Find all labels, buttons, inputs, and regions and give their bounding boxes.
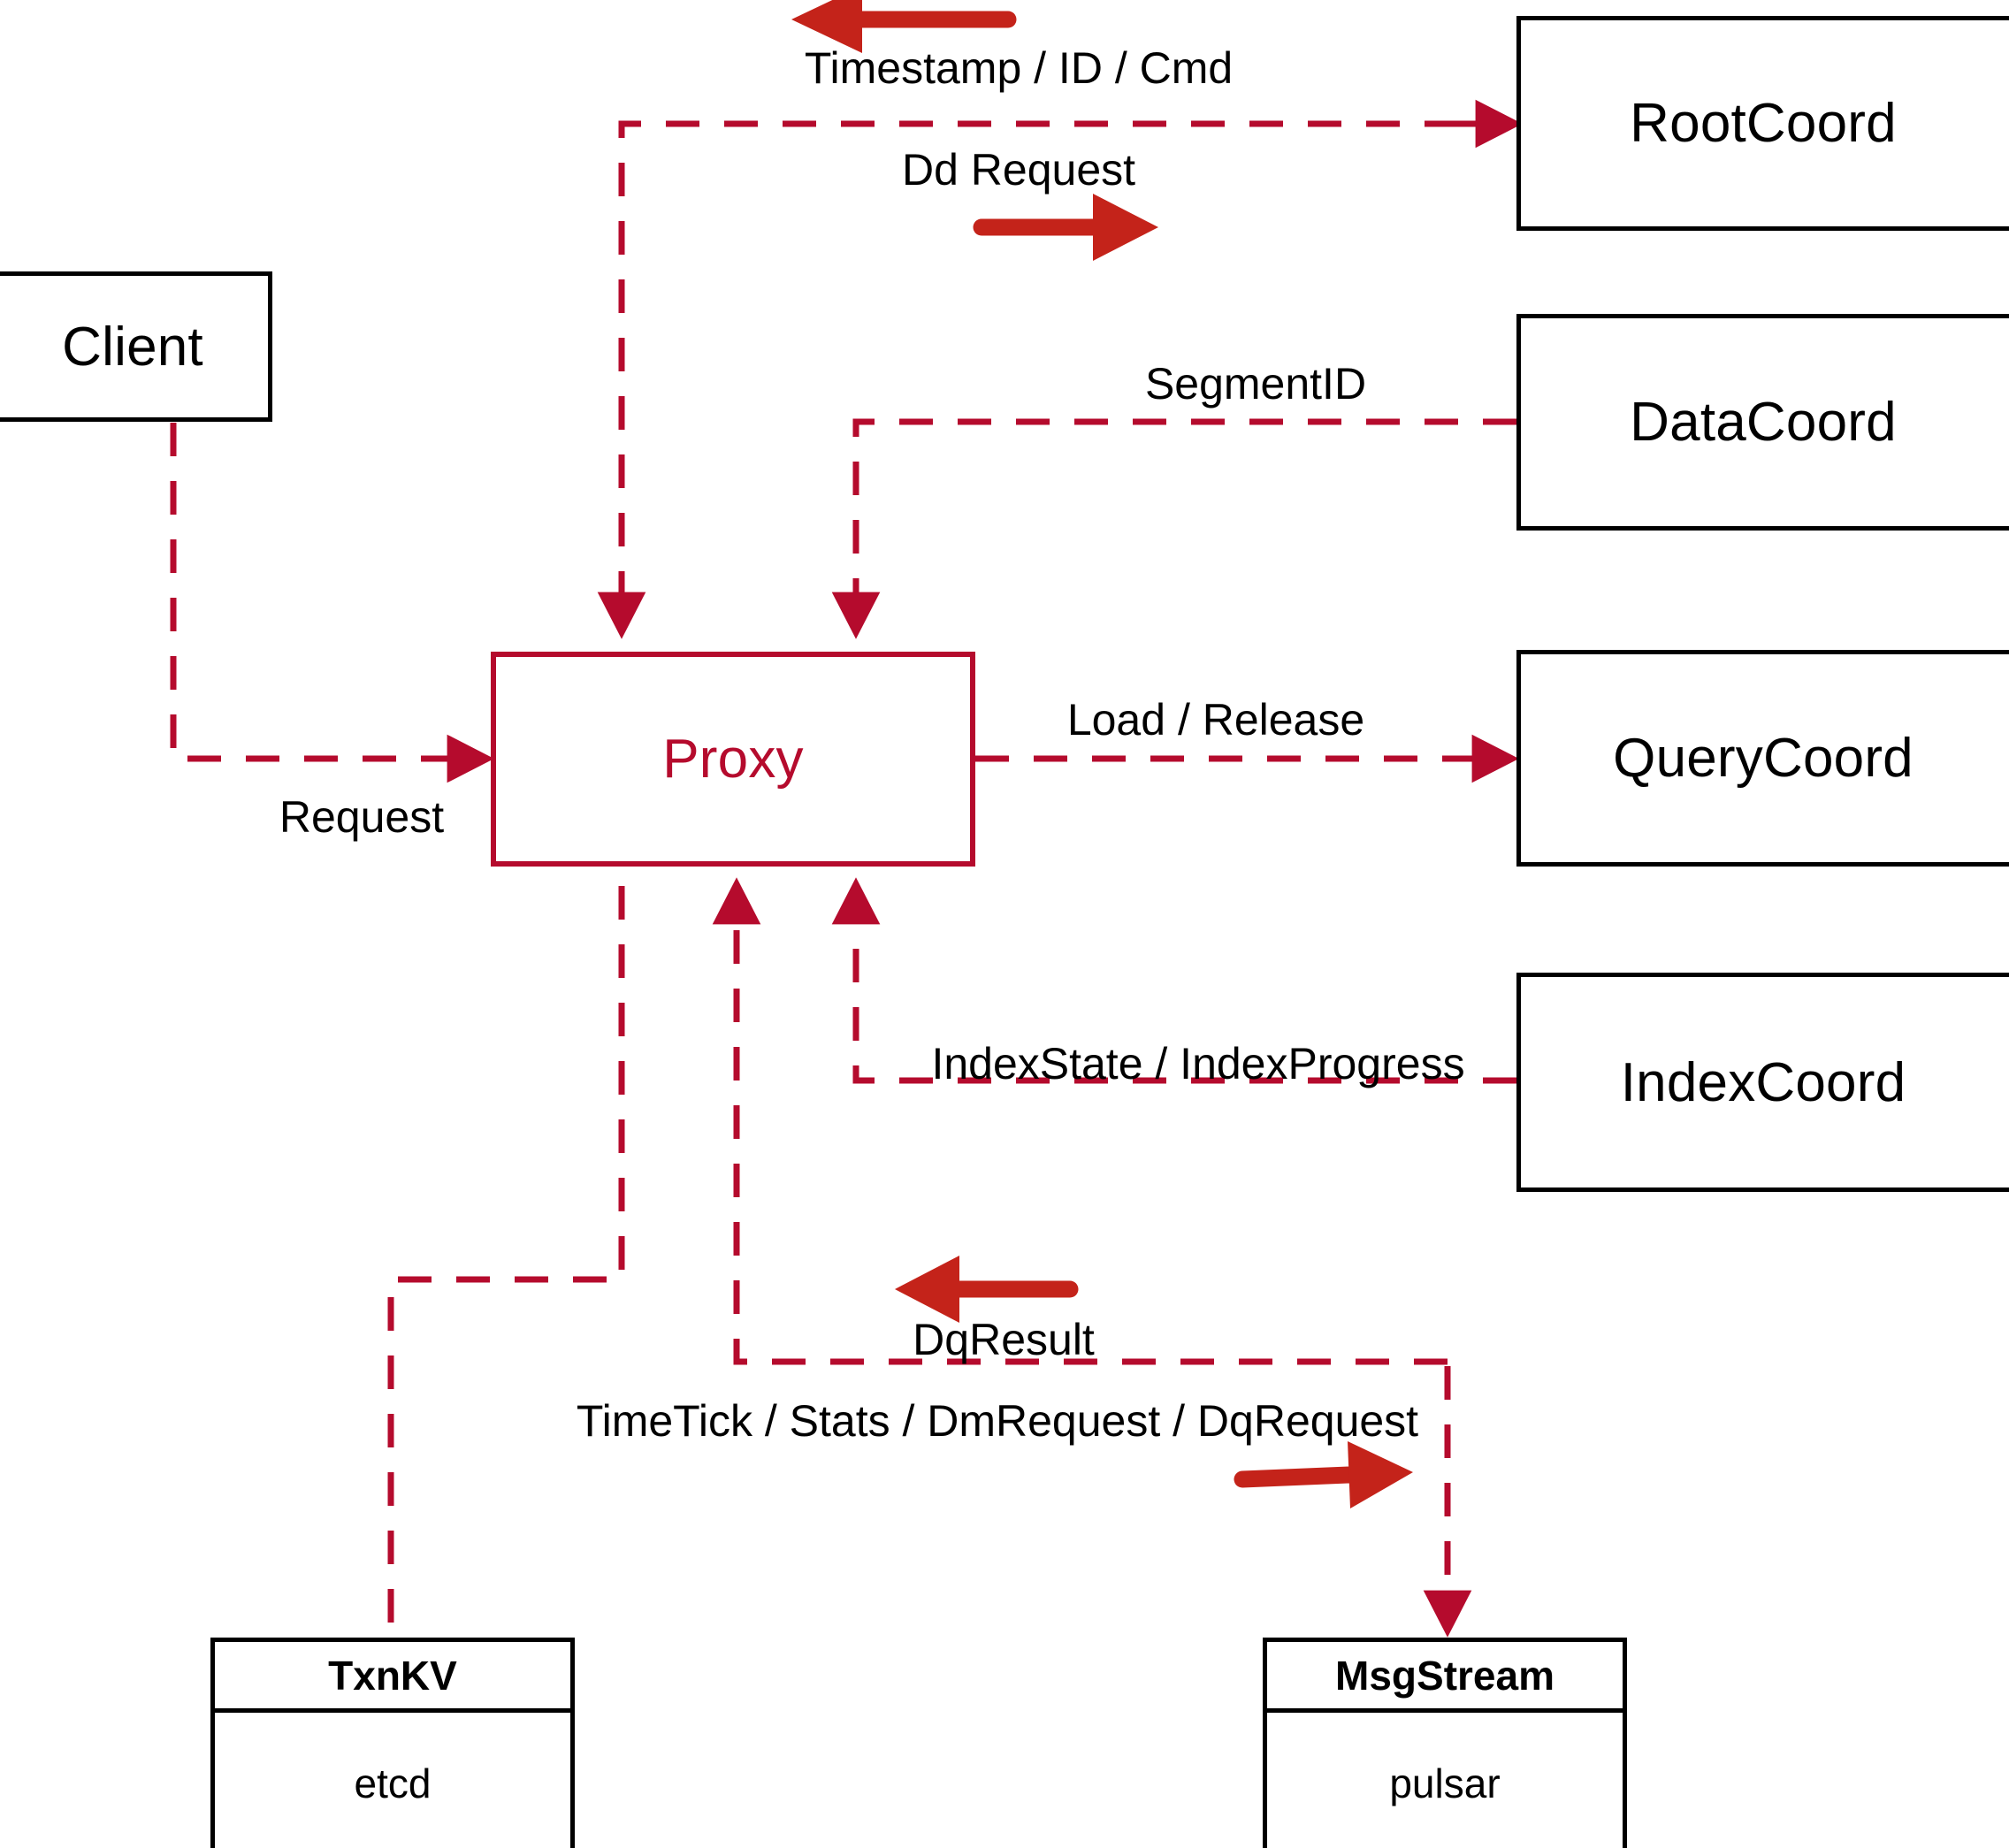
edge-label-dq-result: DqResult <box>913 1315 1095 1364</box>
node-proxy-label: Proxy <box>662 729 804 790</box>
node-querycoord[interactable]: QueryCoord <box>1516 650 2009 867</box>
node-msgstream-header: MsgStream <box>1267 1642 1623 1713</box>
node-client-label: Client <box>62 316 203 378</box>
node-indexcoord-label: IndexCoord <box>1620 1051 1906 1113</box>
node-proxy[interactable]: Proxy <box>491 652 975 867</box>
edge-label-load-release: Load / Release <box>1066 695 1365 745</box>
edge-segment-id <box>831 418 1516 639</box>
edge-label-timetick-stats-dmrequest-dqrequest: TimeTick / Stats / DmRequest / DqRequest <box>576 1396 1419 1446</box>
arrow-glyph-dqrequest-right <box>1234 1441 1413 1508</box>
node-txnkv-header: TxnKV <box>215 1642 570 1713</box>
arrow-glyph-dd-request-right <box>973 194 1158 261</box>
node-datacoord[interactable]: DataCoord <box>1516 314 2009 531</box>
arrow-glyph-timestamp-left <box>791 0 1017 53</box>
node-rootcoord[interactable]: RootCoord <box>1516 16 2009 231</box>
node-client[interactable]: Client <box>0 271 272 422</box>
node-rootcoord-label: RootCoord <box>1630 93 1897 154</box>
edge-index-state-progress <box>831 877 1516 1084</box>
edge-label-segment-id: SegmentID <box>1144 359 1367 409</box>
edge-label-dd-request: Dd Request <box>901 145 1136 195</box>
node-txnkv-impl: etcd <box>354 1760 432 1806</box>
edge-dq-result <box>712 877 1448 1365</box>
node-msgstream-impl: pulsar <box>1389 1760 1501 1806</box>
edge-label-request: Request <box>279 792 445 842</box>
node-indexcoord[interactable]: IndexCoord <box>1516 973 2009 1192</box>
edge-request <box>170 423 494 783</box>
arrow-glyph-dqresult-left <box>895 1256 1079 1323</box>
edge-proxy-txnkv <box>387 886 625 1638</box>
node-msgstream[interactable]: MsgStream pulsar <box>1263 1638 1627 1848</box>
node-txnkv[interactable]: TxnKV etcd <box>210 1638 575 1848</box>
node-querycoord-label: QueryCoord <box>1613 728 1914 789</box>
edge-timestamp-id-cmd <box>597 120 1516 639</box>
edge-label-timestamp-id-cmd: Timestamp / ID / Cmd <box>804 43 1234 93</box>
node-datacoord-label: DataCoord <box>1630 392 1897 453</box>
edge-label-index-state-progress: IndexState / IndexProgress <box>931 1039 1465 1088</box>
